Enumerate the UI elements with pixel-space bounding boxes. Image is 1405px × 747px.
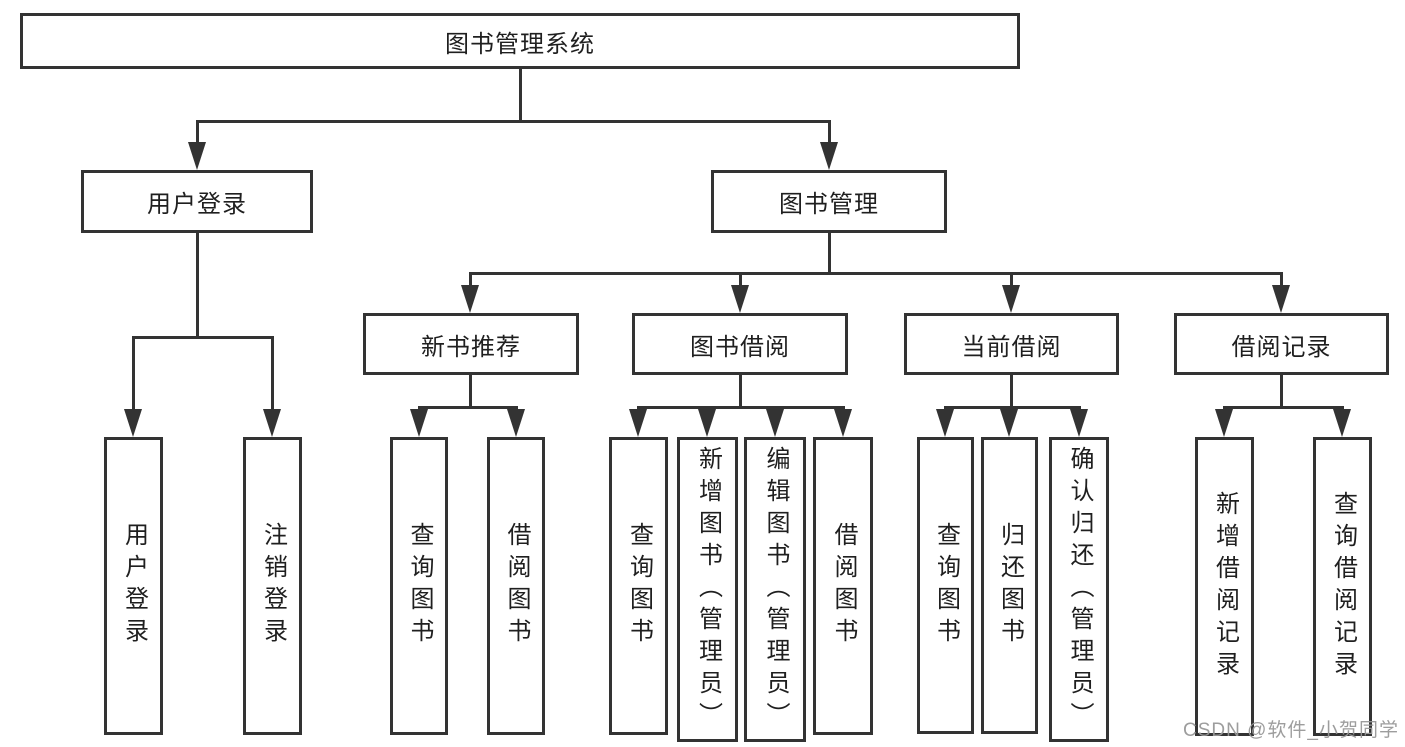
- connector-line: [469, 272, 1283, 275]
- node-query-books: 查询图书: [917, 437, 974, 734]
- node-confirm-return-admin: 确认归还（管理员）: [1049, 437, 1109, 742]
- node-user-login-leaf: 用户登录: [104, 437, 163, 735]
- connector-arrow-down: [1000, 409, 1018, 437]
- connector-line: [1010, 375, 1013, 409]
- node-logout: 注销登录: [243, 437, 302, 735]
- node-label: 新书推荐: [421, 333, 521, 361]
- node-label: 新增借阅记录: [1211, 490, 1239, 683]
- node-label: 用户登录: [120, 522, 148, 650]
- node-label: 新增图书（管理员）: [694, 445, 722, 734]
- node-query-borrow-record: 查询借阅记录: [1313, 437, 1372, 736]
- connector-arrow-down: [507, 409, 525, 437]
- node-edit-books-admin: 编辑图书（管理员）: [744, 437, 806, 742]
- node-label: 用户登录: [147, 191, 247, 218]
- node-label: 注销登录: [259, 522, 287, 650]
- connector-arrow-down: [936, 409, 954, 437]
- csdn-watermark: CSDN @软件_小贺同学: [1183, 720, 1399, 741]
- connector-line: [196, 120, 199, 144]
- connector-line: [469, 272, 472, 287]
- connector-arrow-down: [1333, 409, 1351, 437]
- connector-line: [944, 406, 1081, 409]
- connector-arrow-down: [1070, 409, 1088, 437]
- node-label: 归还图书: [996, 521, 1024, 650]
- connector-line: [132, 336, 274, 339]
- node-query-books: 查询图书: [609, 437, 668, 735]
- connector-arrow-down: [410, 409, 428, 437]
- node-label: 查询图书: [406, 522, 433, 650]
- connector-line: [828, 120, 831, 144]
- connector-line: [1280, 272, 1283, 287]
- connector-line: [1223, 406, 1344, 409]
- connector-line: [271, 336, 274, 411]
- connector-line: [469, 375, 472, 409]
- connector-arrow-down: [1215, 409, 1233, 437]
- node-label: 借阅图书: [503, 522, 530, 650]
- node-query-books: 查询图书: [390, 437, 448, 735]
- connector-line: [418, 406, 518, 409]
- node-book-management: 图书管理: [711, 170, 947, 233]
- node-return-books: 归还图书: [981, 437, 1038, 734]
- connector-arrow-down: [188, 142, 206, 170]
- node-label: 编辑图书（管理员）: [762, 445, 789, 734]
- connector-arrow-down: [1002, 285, 1020, 313]
- node-library-management-system: 图书管理系统: [20, 13, 1020, 69]
- connector-arrow-down: [698, 409, 716, 437]
- connector-line: [739, 272, 742, 287]
- node-book-borrowing: 图书借阅: [632, 313, 848, 375]
- node-add-books-admin: 新增图书（管理员）: [677, 437, 738, 742]
- node-current-borrowing: 当前借阅: [904, 313, 1119, 375]
- connector-arrow-down: [461, 285, 479, 313]
- node-add-borrow-record: 新增借阅记录: [1195, 437, 1254, 736]
- node-label: 查询图书: [932, 521, 960, 650]
- connector-arrow-down: [766, 409, 784, 437]
- connector-line: [519, 69, 522, 123]
- node-label: 查询图书: [625, 522, 653, 650]
- connector-arrow-down: [263, 409, 281, 437]
- connector-line: [828, 233, 831, 275]
- connector-line: [1010, 272, 1013, 287]
- node-borrowing-records: 借阅记录: [1174, 313, 1389, 375]
- node-label: 图书管理系统: [445, 30, 595, 58]
- connector-line: [196, 233, 199, 339]
- connector-line: [196, 120, 831, 123]
- node-label: 借阅图书: [830, 522, 857, 650]
- node-borrow-books: 借阅图书: [487, 437, 545, 735]
- node-label: 图书借阅: [690, 333, 790, 361]
- node-label: 当前借阅: [961, 333, 1062, 361]
- node-label: 确认归还（管理员）: [1066, 445, 1093, 734]
- node-label: 图书管理: [779, 191, 879, 218]
- connector-arrow-down: [834, 409, 852, 437]
- connector-line: [637, 406, 845, 409]
- connector-arrow-down: [1272, 285, 1290, 313]
- connector-line: [739, 375, 742, 409]
- connector-line: [1280, 375, 1283, 409]
- connector-arrow-down: [629, 409, 647, 437]
- node-label: 查询借阅记录: [1329, 490, 1357, 683]
- node-label: 借阅记录: [1231, 333, 1332, 361]
- connector-arrow-down: [731, 285, 749, 313]
- connector-line: [132, 336, 135, 411]
- connector-arrow-down: [124, 409, 142, 437]
- connector-arrow-down: [820, 142, 838, 170]
- node-user-login: 用户登录: [81, 170, 313, 233]
- node-borrow-books: 借阅图书: [813, 437, 873, 735]
- node-new-book-recommendation: 新书推荐: [363, 313, 579, 375]
